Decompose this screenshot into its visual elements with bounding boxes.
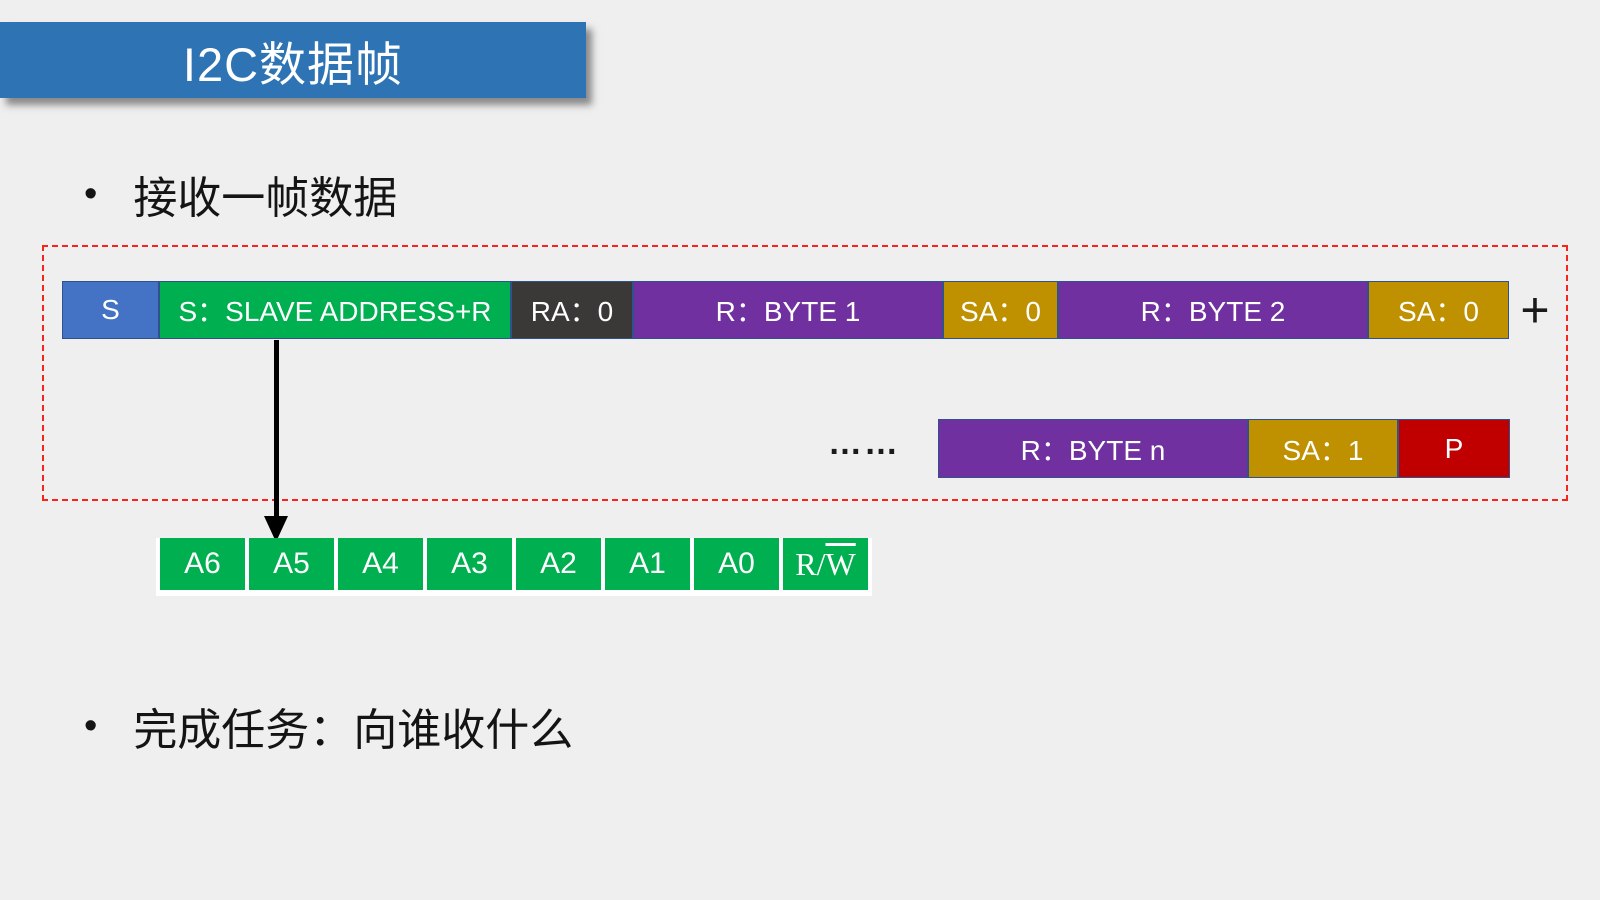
rw-overline-w: W bbox=[825, 545, 856, 582]
cell-byte-n: R：BYTE n bbox=[938, 419, 1248, 478]
bullet-text: 完成任务：向谁收什么 bbox=[133, 706, 574, 755]
cell-send-ack-0: SA：0 bbox=[943, 281, 1058, 339]
expand-arrow-line bbox=[274, 340, 279, 520]
bullet-marker: • bbox=[84, 705, 98, 747]
bit-a4: A4 bbox=[338, 538, 423, 590]
cell-label: R：BYTE n bbox=[1020, 434, 1166, 466]
cell-receive-ack: RA：0 bbox=[511, 281, 633, 339]
cell-label: S bbox=[101, 294, 120, 325]
cell-label: SA：0 bbox=[1398, 296, 1479, 327]
cell-byte-1: R：BYTE 1 bbox=[633, 281, 943, 339]
frame-highlight-box bbox=[42, 245, 1568, 501]
bit-label: A2 bbox=[540, 547, 577, 580]
frame-row-1: S S：SLAVE ADDRESS+R RA：0 R：BYTE 1 SA：0 R… bbox=[62, 281, 1509, 339]
address-bits-row: A6 A5 A4 A3 A2 A1 A0 R/W bbox=[156, 538, 872, 596]
cell-label: RA：0 bbox=[530, 296, 614, 327]
cell-label: R：BYTE 2 bbox=[1140, 296, 1286, 327]
bit-a3: A3 bbox=[427, 538, 512, 590]
rw-prefix: R/ bbox=[795, 545, 826, 582]
bit-a2: A2 bbox=[516, 538, 601, 590]
bullet-receive-frame: • 接收一帧数据 bbox=[84, 162, 397, 226]
cell-slave-address: S：SLAVE ADDRESS+R bbox=[159, 281, 511, 339]
frame-row-2: R：BYTE n SA：1 P bbox=[938, 419, 1510, 478]
bit-a5: A5 bbox=[249, 538, 334, 590]
cell-label: S：SLAVE ADDRESS+R bbox=[178, 296, 492, 327]
cell-byte-2: R：BYTE 2 bbox=[1058, 281, 1368, 339]
cell-label: R：BYTE 1 bbox=[715, 296, 861, 327]
bit-a1: A1 bbox=[605, 538, 690, 590]
cell-stop: P bbox=[1398, 419, 1510, 478]
expand-arrow-head bbox=[264, 516, 288, 542]
bit-label: A1 bbox=[629, 547, 666, 580]
bullet-text: 接收一帧数据 bbox=[133, 174, 398, 223]
cell-label: P bbox=[1444, 432, 1464, 464]
cell-label: SA：1 bbox=[1282, 434, 1364, 466]
bit-label: A3 bbox=[451, 547, 488, 580]
bit-label: A6 bbox=[184, 547, 221, 580]
bullet-task: • 完成任务：向谁收什么 bbox=[84, 694, 573, 758]
title-banner: I2C数据帧 bbox=[0, 22, 586, 98]
bit-a6: A6 bbox=[160, 538, 245, 590]
continuation-ellipsis: …… bbox=[828, 424, 900, 462]
bullet-marker: • bbox=[84, 173, 98, 215]
cell-send-nack: SA：1 bbox=[1248, 419, 1398, 478]
cell-start: S bbox=[62, 281, 159, 339]
bit-label: A4 bbox=[362, 547, 399, 580]
page-title: I2C数据帧 bbox=[182, 37, 404, 91]
bit-label: A5 bbox=[273, 547, 310, 580]
plus-sign: + bbox=[1520, 282, 1550, 338]
cell-label: SA：0 bbox=[960, 296, 1041, 327]
bit-rw: R/W bbox=[783, 538, 868, 590]
cell-send-ack-0b: SA：0 bbox=[1368, 281, 1509, 339]
bit-a0: A0 bbox=[694, 538, 779, 590]
bit-label: A0 bbox=[718, 547, 755, 580]
